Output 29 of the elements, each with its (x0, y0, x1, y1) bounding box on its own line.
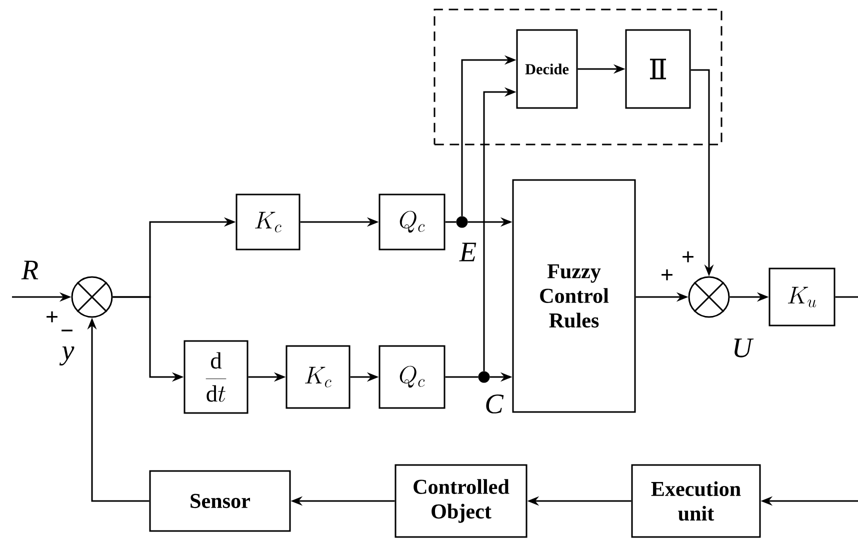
junction-dot (456, 216, 468, 228)
process-box: Sensor (149, 470, 291, 532)
connector-line (445, 376, 478, 378)
process-box: $K_u$ (768, 268, 836, 326)
dashed-group-box (434, 8, 722, 146)
connector-line (835, 296, 858, 298)
process-box: Fuzzy Control Rules (512, 179, 636, 413)
summing-junction (71, 276, 113, 318)
sign-label: + (682, 251, 694, 262)
process-box: $\frac{\mathrm{d}}{\mathrm{d}t}$ (184, 340, 248, 414)
process-box: Controlled Object (394, 464, 528, 538)
connector-line (445, 221, 456, 223)
junction-dot (478, 371, 490, 383)
process-box: $Q_c$ (378, 345, 446, 409)
summing-junction (688, 276, 730, 318)
process-box: Ⅱ (625, 29, 691, 109)
process-box: $Q_c$ (378, 194, 446, 250)
signal-label: y (59, 346, 74, 366)
signal-label: E (459, 242, 476, 262)
process-box: $K_c$ (236, 194, 300, 250)
sign-label: + (46, 311, 58, 322)
signal-label: R (21, 260, 38, 280)
process-box: Execution unit (631, 464, 761, 538)
sign-label: + (662, 269, 672, 280)
sign-label: − (62, 330, 72, 332)
process-box: Decide (516, 29, 578, 109)
signal-label: C (486, 394, 504, 414)
process-box: $K_c$ (286, 345, 350, 409)
signal-label: U (734, 338, 754, 358)
